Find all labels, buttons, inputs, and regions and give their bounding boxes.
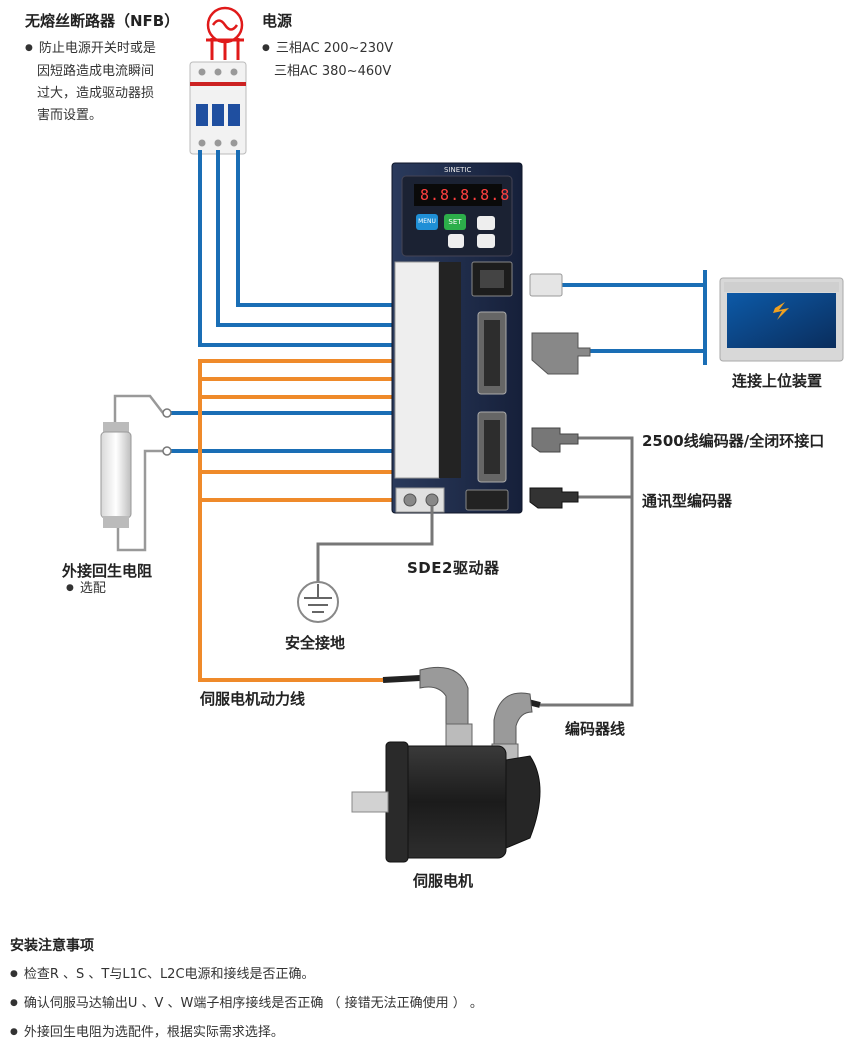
servo-motor-image — [351, 666, 541, 863]
regen-optional-label: 选配 — [66, 578, 106, 601]
nfb-description: 防止电源开关时或是 因短路造成电流瞬间 过大，造成驱动器损 害而设置。 — [25, 38, 156, 127]
hmi-screen — [719, 277, 844, 362]
nfb-title: 无熔丝断路器（NFB） — [25, 12, 180, 30]
driver-label: SDE2驱动器 — [407, 559, 500, 577]
host-device-label: 连接上位装置 — [732, 372, 823, 390]
power-line: 三相AC 200~230V — [262, 38, 393, 61]
set-button[interactable]: SET — [444, 214, 466, 230]
down-button[interactable] — [477, 234, 495, 248]
note-item: 确认伺服马达输出U 、V 、W端子相序接线是否正确 （ 接错无法正确使用 ） 。 — [10, 990, 483, 1019]
enter-button[interactable] — [448, 234, 464, 248]
ground-wire — [297, 506, 434, 623]
servo-driver — [391, 162, 523, 514]
encoder-2500-label: 2500线编码器/全闭环接口 — [642, 432, 825, 450]
host-wires — [529, 270, 707, 375]
note-item: 外接回生电阻为选配件，根据实际需求选择。 — [10, 1019, 483, 1048]
regen-resistor — [100, 394, 172, 552]
notes-title: 安装注意事项 — [10, 938, 94, 954]
ground-label: 安全接地 — [285, 634, 346, 652]
comm-encoder-label: 通讯型编码器 — [642, 492, 733, 510]
note-item: 检查R 、S 、T与L1C、L2C电源和接线是否正确。 — [10, 961, 483, 990]
power-wires — [163, 150, 398, 453]
power-title: 电源 — [262, 12, 293, 30]
menu-button-label: MENU — [418, 218, 436, 225]
power-line: 三相AC 380~460V — [274, 64, 392, 79]
circuit-breaker — [189, 61, 247, 155]
nfb-desc-line: 过大，造成驱动器损 — [37, 86, 155, 101]
ac-source-icon — [206, 6, 244, 60]
encoder-wires — [540, 436, 634, 707]
menu-button[interactable]: MENU — [416, 214, 438, 230]
driver-display: 8.8.8.8.8 — [420, 186, 511, 204]
installation-notes: 安装注意事项 检查R 、S 、T与L1C、L2C电源和接线是否正确。 确认伺服马… — [10, 935, 483, 1048]
power-spec: 三相AC 200~230V 三相AC 380~460V — [262, 38, 393, 83]
motor-power-line-label: 伺服电机动力线 — [200, 690, 306, 708]
encoder-line-label: 编码器线 — [565, 720, 626, 738]
nfb-desc-line: 因短路造成电流瞬间 — [37, 64, 155, 79]
regen-resistor-label: 外接回生电阻 — [62, 562, 153, 580]
encoder-plugs — [529, 427, 579, 509]
nfb-desc-line: 防止电源开关时或是 — [25, 38, 156, 61]
driver-brand: SINETIC — [444, 166, 472, 174]
up-button[interactable] — [477, 216, 495, 230]
servo-motor-label: 伺服电机 — [413, 872, 474, 890]
motor-wires — [198, 359, 398, 682]
nfb-desc-line: 害而设置。 — [37, 108, 103, 123]
set-button-label: SET — [448, 218, 462, 226]
